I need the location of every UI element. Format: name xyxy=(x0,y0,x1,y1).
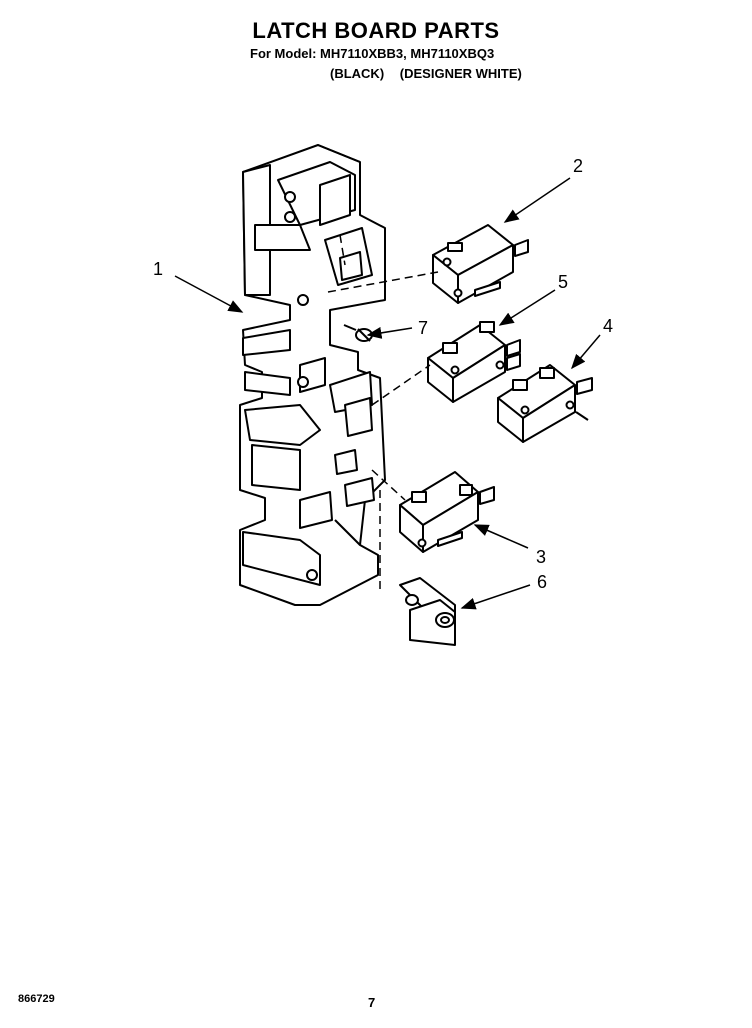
callout-6: 6 xyxy=(537,572,547,592)
callout-labels: 1 2 3 4 5 6 7 xyxy=(153,156,613,592)
callout-7: 7 xyxy=(418,318,428,338)
switch-part-5[interactable] xyxy=(427,321,521,403)
switch-part-3[interactable] xyxy=(399,471,495,553)
screw-part[interactable] xyxy=(343,324,373,342)
callout-1: 1 xyxy=(153,259,163,279)
switch-part-2[interactable] xyxy=(432,224,529,304)
callout-4: 4 xyxy=(603,316,613,336)
model-numbers: For Model: MH7110XBB3, MH7110XBQ3 xyxy=(250,46,495,61)
callout-3: 3 xyxy=(536,547,546,567)
variant-black: (BLACK) xyxy=(330,66,385,81)
page-title: LATCH BOARD PARTS xyxy=(252,18,500,43)
latch-board-part[interactable] xyxy=(239,144,386,606)
page-number: 7 xyxy=(368,995,376,1010)
leader-arrows xyxy=(174,177,601,610)
latch-lever-part-6[interactable] xyxy=(399,577,456,646)
color-variants: (BLACK) (DESIGNER WHITE) xyxy=(330,66,534,81)
switch-part-4[interactable] xyxy=(497,364,593,443)
callout-2: 2 xyxy=(573,156,583,176)
document-number: 866729 xyxy=(18,993,55,1005)
alignment-lines xyxy=(327,234,439,590)
variant-designer-white: (DESIGNER WHITE) xyxy=(399,66,522,81)
callout-5: 5 xyxy=(558,272,568,292)
